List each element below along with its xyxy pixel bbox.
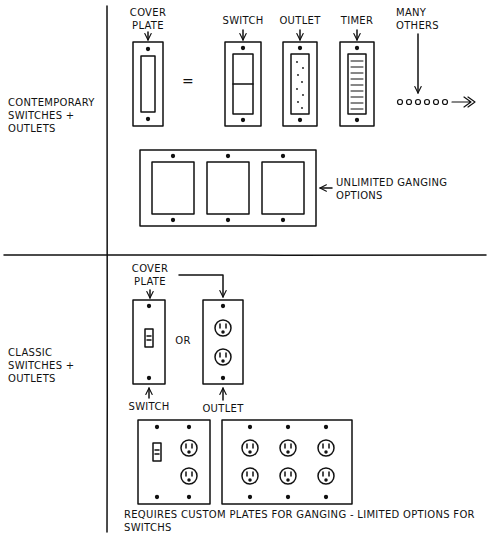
callout-label: MANY OTHERS xyxy=(396,6,456,32)
leader-arrow xyxy=(320,187,332,189)
callout-label: COVER PLATE xyxy=(122,262,178,288)
ganged-plate xyxy=(140,150,316,226)
callout-label: OUTLET xyxy=(272,14,328,27)
section-heading: CLASSIC SWITCHES + OUTLETS xyxy=(8,346,103,385)
leader-arrow xyxy=(222,388,224,400)
divider-line xyxy=(106,6,108,532)
callout-label: UNLIMITED GANGING OPTIONS xyxy=(336,176,476,202)
outlet-plate xyxy=(283,42,317,126)
connector-word: OR xyxy=(168,334,198,347)
callout-label: SWITCH xyxy=(215,14,271,27)
equals-sign: = xyxy=(176,74,200,88)
leader-arrow xyxy=(147,32,149,40)
device-dots xyxy=(398,97,476,107)
custom-ganged-plate xyxy=(138,420,210,504)
classic-switch-plate xyxy=(133,300,165,384)
callout-label: SWITCH xyxy=(121,400,177,413)
section-heading: CONTEMPORARY SWITCHES + OUTLETS xyxy=(8,96,103,135)
note-text: REQUIRES CUSTOM PLATES FOR GANGING - LIM… xyxy=(124,508,484,534)
divider-line xyxy=(4,254,486,256)
callout-label: TIMER xyxy=(330,14,384,27)
timer-plate xyxy=(340,42,374,126)
custom-ganged-plate xyxy=(222,420,352,504)
leader-arrow xyxy=(242,30,244,40)
leader-arrow xyxy=(417,34,419,93)
leader-arrow xyxy=(148,388,150,398)
leader-arrow xyxy=(299,30,301,40)
leader-arrow xyxy=(356,30,358,40)
leader-arrow xyxy=(149,290,151,298)
callout-label: OUTLET xyxy=(193,402,253,415)
switch-plate xyxy=(225,42,261,126)
classic-outlet-plate xyxy=(203,300,243,384)
leader-arrow xyxy=(179,275,223,297)
cover-plate xyxy=(133,42,163,126)
callout-label: COVER PLATE xyxy=(118,6,178,32)
